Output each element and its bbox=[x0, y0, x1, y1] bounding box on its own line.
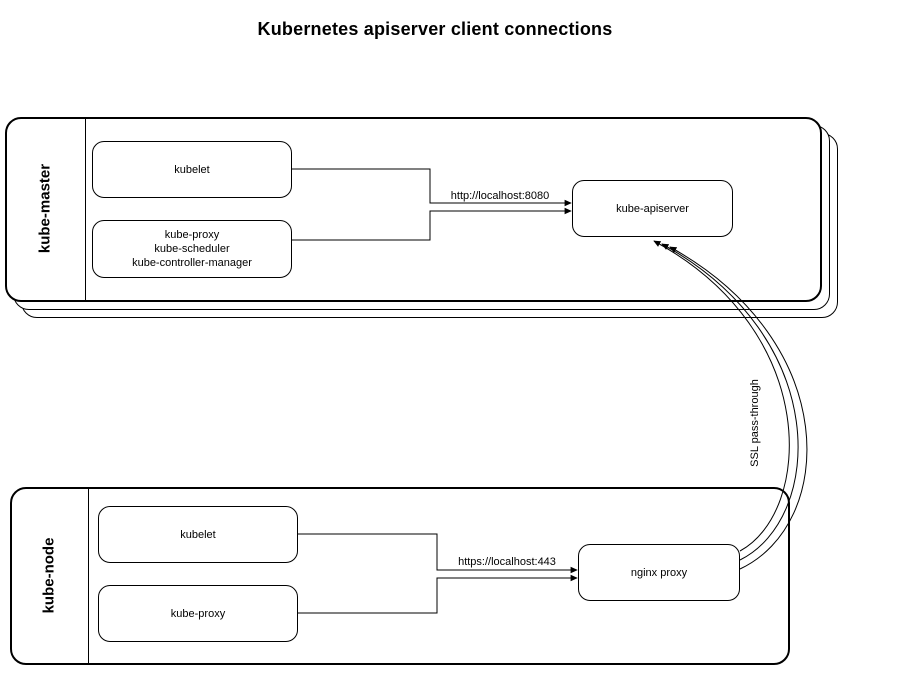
edge-label-ssl-pass-through: SSL pass-through bbox=[749, 379, 761, 467]
node-node-kubelet-label: kubelet bbox=[180, 528, 216, 541]
node-nginx-proxy-label: nginx proxy bbox=[630, 566, 688, 579]
node-master-kubelet: kubelet bbox=[92, 141, 292, 198]
node-nginx-proxy: nginx proxy bbox=[578, 544, 740, 601]
node-kube-apiserver-label: kube-apiserver bbox=[616, 202, 689, 215]
node-kube-apiserver: kube-apiserver bbox=[572, 180, 733, 237]
node-group-label: kube-node bbox=[40, 537, 58, 614]
node-node-proxy: kube-proxy bbox=[98, 585, 298, 642]
edge-label-http-localhost-8080: http://localhost:8080 bbox=[450, 190, 550, 202]
node-master-proxy-label: kube-proxy bbox=[164, 229, 220, 241]
node-node-kubelet: kubelet bbox=[98, 506, 298, 563]
diagram-title: Kubernetes apiserver client connections bbox=[257, 19, 613, 39]
master-group-label: kube-master bbox=[36, 163, 54, 254]
node-master-kubelet-label: kubelet bbox=[174, 163, 210, 176]
node-master-proxy-stack: kube-proxy kube-scheduler kube-controlle… bbox=[92, 220, 292, 278]
node-master-controller-manager-label: kube-controller-manager bbox=[132, 257, 252, 269]
node-label-divider bbox=[88, 487, 89, 665]
master-label-divider bbox=[85, 117, 86, 302]
node-master-scheduler-label: kube-scheduler bbox=[154, 243, 230, 255]
edge-label-https-localhost-443: https://localhost:443 bbox=[458, 556, 556, 568]
node-node-proxy-label: kube-proxy bbox=[170, 607, 226, 620]
